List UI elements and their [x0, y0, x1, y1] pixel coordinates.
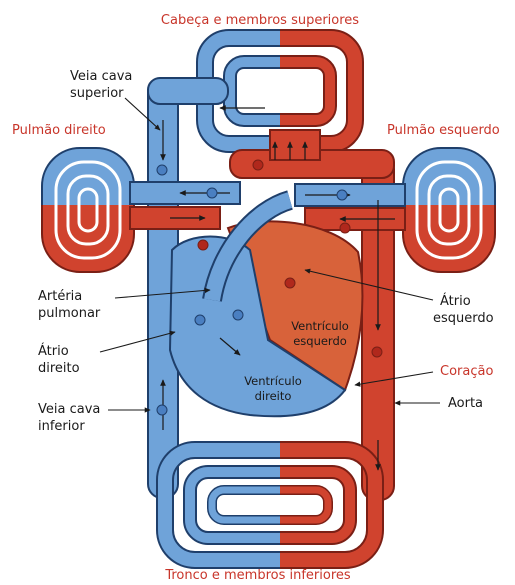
label-head: Cabeça e membros superiores: [161, 13, 359, 28]
label-vena-cava-inferior-1: Veia cava: [38, 402, 100, 417]
label-left-atrium-1: Átrio: [440, 293, 471, 309]
label-right-atrium-1: Átrio: [38, 343, 69, 359]
label-pulmonary-artery-2: pulmonar: [38, 306, 101, 321]
label-vena-cava-inferior-2: inferior: [38, 419, 85, 434]
label-right-ventricle-2: direito: [255, 389, 292, 403]
label-right-atrium-2: direito: [38, 361, 80, 376]
label-left-atrium-2: esquerdo: [433, 311, 494, 326]
left-lung: [403, 148, 495, 272]
label-right-ventricle-1: Ventrículo: [244, 374, 302, 388]
label-pulmonary-artery-1: Artéria: [38, 289, 82, 304]
trunk-capillary-loop: [165, 450, 375, 560]
right-lung: [42, 148, 134, 272]
label-vena-cava-superior-2: superior: [70, 86, 124, 101]
label-aorta: Aorta: [448, 396, 483, 411]
label-right-lung: Pulmão direito: [12, 123, 106, 138]
label-left-lung: Pulmão esquerdo: [387, 123, 500, 138]
label-left-ventricle-1: Ventrículo: [291, 319, 349, 333]
label-trunk: Tronco e membros inferiores: [164, 568, 351, 583]
label-left-ventricle-2: esquerdo: [293, 334, 347, 348]
label-vena-cava-superior-1: Veia cava: [70, 69, 132, 84]
label-heart: Coração: [440, 364, 493, 379]
